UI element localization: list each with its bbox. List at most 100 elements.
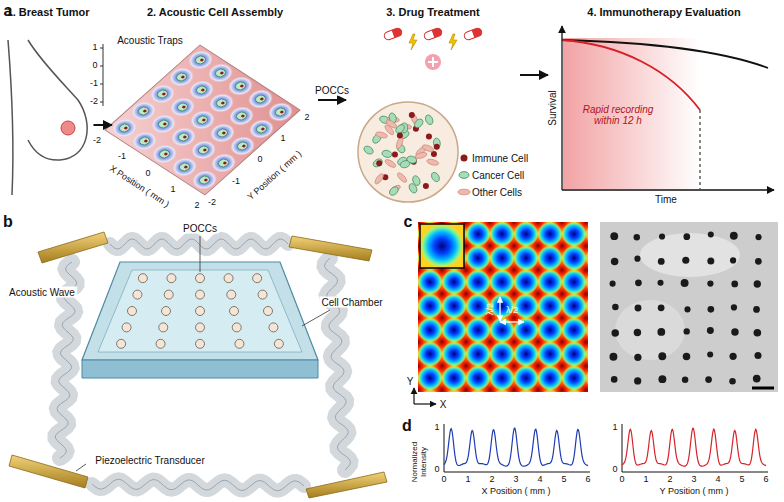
axis-tick: 2 bbox=[194, 201, 199, 211]
dimension-label: λ/2 bbox=[506, 306, 518, 316]
pocc bbox=[224, 274, 233, 283]
trap-cells bbox=[107, 46, 298, 193]
axis-tick: 1 bbox=[643, 475, 648, 485]
step-panel: 4. Immunotherapy Evaluation bbox=[548, 2, 780, 202]
acoustic-wave bbox=[325, 258, 351, 470]
cell-cluster bbox=[658, 375, 666, 383]
immune-cell bbox=[202, 148, 207, 152]
pressure-field bbox=[414, 222, 588, 404]
drug-treatment bbox=[358, 27, 483, 202]
axis-tick: 2 bbox=[304, 113, 309, 123]
cell-cluster bbox=[609, 353, 617, 361]
transducer bbox=[289, 236, 372, 261]
cell-cluster bbox=[658, 258, 665, 265]
annotation: Rapid recording within 12 h bbox=[571, 104, 666, 126]
step-panel: 3. Drug Treatment bbox=[346, 2, 520, 202]
axis-tick: 4 bbox=[537, 475, 542, 485]
pocc bbox=[258, 290, 267, 299]
callout-label: Cell Chamber bbox=[319, 297, 384, 308]
shape-ellipse bbox=[640, 233, 740, 277]
shape-rect bbox=[420, 224, 464, 268]
immune-cell bbox=[239, 84, 244, 88]
immune-cell bbox=[199, 58, 204, 62]
other-cell bbox=[415, 151, 428, 159]
cancer-cell bbox=[381, 149, 392, 158]
panel-letter: b bbox=[3, 213, 13, 231]
pocc bbox=[162, 307, 171, 316]
cell-cluster bbox=[611, 376, 618, 383]
cell-cluster bbox=[273, 107, 287, 118]
immune-cell bbox=[161, 92, 166, 96]
axis-tick: 3 bbox=[513, 475, 518, 485]
other-cell bbox=[375, 131, 388, 139]
pill bbox=[383, 27, 403, 41]
axis-title: X Position ( mm ) bbox=[481, 487, 550, 497]
cancer-cell bbox=[372, 157, 384, 168]
pocc bbox=[232, 323, 241, 332]
legend-label: Other Cells bbox=[472, 187, 522, 198]
other-cell bbox=[374, 172, 385, 185]
axis-tick: 6 bbox=[585, 475, 590, 485]
axis-tick: 1 bbox=[92, 43, 97, 53]
pocc bbox=[196, 274, 205, 283]
axis-title: Time bbox=[655, 194, 677, 205]
axis-tick: -2 bbox=[208, 198, 216, 208]
acoustic-waves bbox=[56, 239, 351, 491]
cell-cluster bbox=[233, 81, 247, 92]
transducer bbox=[38, 232, 108, 263]
acoustic-wave bbox=[110, 239, 288, 249]
immune-cell bbox=[220, 101, 225, 105]
wave-crest bbox=[110, 239, 288, 249]
shape-line bbox=[100, 84, 103, 85]
cell-cluster bbox=[196, 145, 210, 156]
pocc bbox=[230, 307, 239, 316]
shape-line bbox=[100, 66, 103, 67]
cell-cluster bbox=[253, 94, 267, 105]
pocc bbox=[227, 290, 236, 299]
pocc bbox=[159, 323, 168, 332]
wave-crest bbox=[92, 479, 304, 490]
pill bbox=[463, 27, 483, 41]
cell-cluster bbox=[634, 234, 640, 240]
cell-cluster bbox=[683, 353, 691, 361]
pill bbox=[423, 27, 443, 41]
pocc bbox=[196, 307, 205, 316]
immune-cell bbox=[279, 110, 284, 114]
pocc bbox=[264, 307, 273, 316]
axis-tick: 1 bbox=[434, 423, 439, 433]
other-cell bbox=[426, 158, 439, 166]
cell-cluster bbox=[755, 234, 761, 240]
immune-cell bbox=[259, 97, 264, 101]
cell-cluster bbox=[635, 305, 642, 312]
immune-cell bbox=[181, 105, 186, 109]
pocc bbox=[253, 274, 262, 283]
cell-cluster bbox=[610, 281, 616, 287]
shape-line bbox=[100, 48, 103, 49]
axis-tick: 6 bbox=[763, 475, 768, 485]
axis-tick: 5 bbox=[739, 475, 744, 485]
sphere-cells bbox=[363, 112, 441, 197]
cell-cluster bbox=[707, 258, 714, 265]
cell-cluster bbox=[707, 352, 713, 358]
axis-name: X bbox=[440, 399, 447, 410]
immune-cell bbox=[434, 144, 440, 150]
cancer-cell bbox=[363, 145, 375, 156]
callout-label: Acoustic Traps bbox=[117, 35, 183, 46]
shape-line bbox=[622, 472, 768, 473]
intensity-curve bbox=[622, 428, 766, 466]
cell-cluster bbox=[156, 119, 170, 130]
shape-ellipse bbox=[615, 300, 685, 360]
x-axis bbox=[562, 189, 774, 190]
cell-cluster bbox=[254, 124, 268, 135]
pocc bbox=[128, 307, 137, 316]
cancer-cell bbox=[424, 114, 434, 126]
cell-cluster bbox=[610, 232, 618, 240]
pocc bbox=[196, 323, 205, 332]
step-panel: 1. Breast Tumor bbox=[3, 2, 94, 202]
pocc bbox=[138, 274, 147, 283]
axis-tick: 0 bbox=[612, 465, 617, 475]
cancer-cell bbox=[388, 185, 400, 197]
cell-cluster bbox=[611, 329, 618, 336]
